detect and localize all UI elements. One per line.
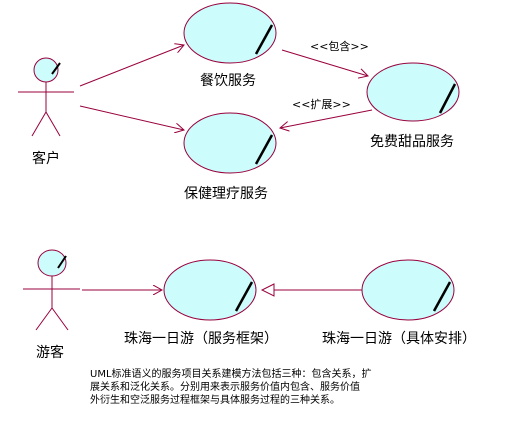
include-arrow: [281, 49, 368, 76]
actor-customer: [18, 57, 74, 137]
association-customer-catering: [79, 45, 184, 87]
include-stereotype-label: <<包含>>: [310, 40, 369, 53]
caption: UML标准语义的服务项目关系建模方法包括三种：包含关系，扩 展关系和泛化关系。分…: [90, 368, 430, 407]
actor-tourist-label: 游客: [36, 345, 64, 361]
use-case-catering-label: 餐饮服务: [200, 73, 256, 89]
generalization-arrow: [260, 283, 362, 297]
caption-line: UML标准语义的服务项目关系建模方法包括三种：包含关系，扩: [90, 369, 372, 380]
actor-tourist: [23, 249, 80, 331]
use-case-free-dessert: [366, 62, 460, 122]
use-case-catering: [183, 2, 277, 64]
actor-customer-label: 客户: [32, 151, 60, 167]
use-case-zhuhai-framework-label: 珠海一日游（服务框架）: [124, 331, 278, 347]
association-customer-healthcare: [79, 105, 184, 130]
extend-arrow: [280, 109, 373, 128]
use-case-zhuhai-framework: [163, 259, 257, 321]
use-case-healthcare-label: 保健理疗服务: [184, 186, 268, 202]
use-case-free-dessert-label: 免费甜品服务: [370, 134, 454, 150]
use-case-zhuhai-arrangement-label: 珠海一日游（具体安排）: [322, 331, 476, 347]
extend-stereotype-label: <<扩展>>: [292, 98, 351, 111]
use-case-zhuhai-arrangement: [361, 259, 455, 321]
caption-line: 外衍生和空泛服务过程框架与具体服务过程的三种关系。: [90, 395, 340, 406]
use-case-healthcare: [183, 112, 277, 174]
caption-line: 展关系和泛化关系。分别用来表示服务价值内包含、服务价值: [90, 382, 360, 393]
